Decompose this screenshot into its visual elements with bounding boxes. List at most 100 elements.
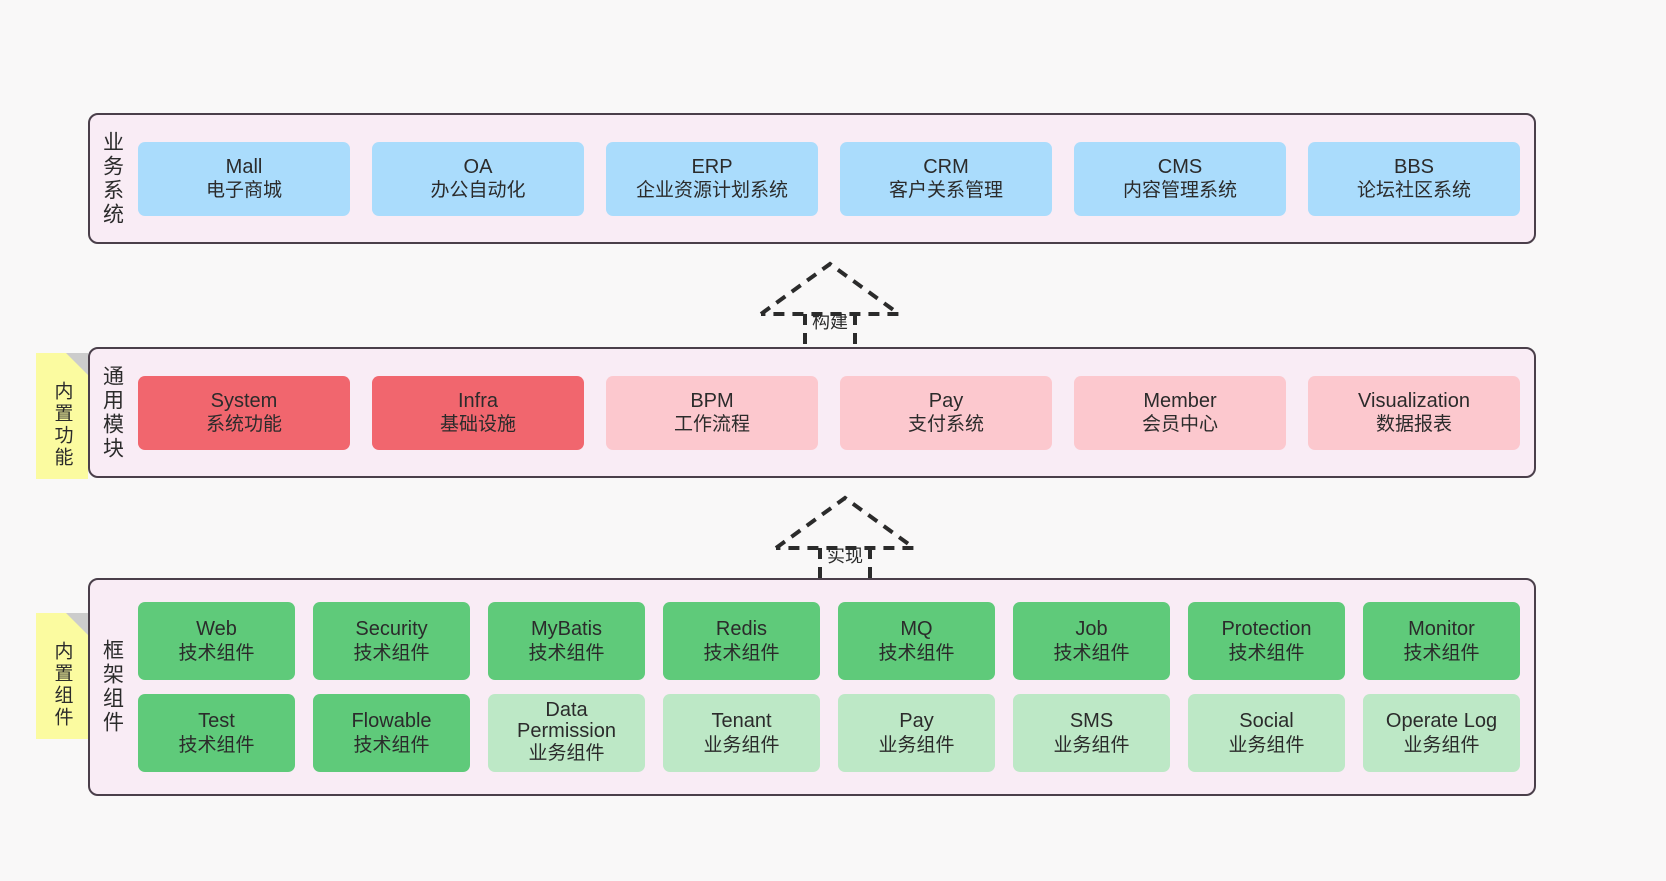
layer-framework-components-label: 框架组件 [100, 639, 124, 735]
node-crm[interactable]: CRM 客户关系管理 [840, 141, 1052, 216]
node-title: MQ [900, 618, 933, 641]
node-title: Operate Log [1385, 710, 1498, 733]
layer-business-systems-label: 业务系统 [100, 130, 124, 227]
node-subtitle: 业务组件 [1403, 734, 1480, 756]
node-title: Pay [928, 389, 964, 412]
node-flowable[interactable]: Flowable 技术组件 [313, 694, 470, 772]
layer-framework-components-body: Web 技术组件 Security 技术组件 MyBatis 技术组件 Redi… [134, 580, 1534, 794]
connector-implement-label: 实现 [827, 546, 863, 566]
node-row: System 系统功能 Infra 基础设施 BPM 工作流程 Pay 支付系统… [138, 375, 1520, 450]
sticky-note-builtin-features: 内置功能 [36, 353, 88, 479]
node-cms[interactable]: CMS 内容管理系统 [1074, 141, 1286, 216]
node-title: Security [355, 618, 428, 641]
node-test[interactable]: Test 技术组件 [138, 694, 295, 772]
node-subtitle: 工作流程 [673, 414, 750, 436]
node-title: Job [1075, 618, 1108, 641]
layer-business-systems-body: Mall 电子商城 OA 办公自动化 ERP 企业资源计划系统 CRM 客户关系… [134, 115, 1534, 242]
node-erp[interactable]: ERP 企业资源计划系统 [606, 141, 818, 216]
node-subtitle: 客户关系管理 [888, 180, 1003, 202]
node-title: Pay [899, 710, 934, 733]
node-subtitle: 技术组件 [703, 642, 780, 664]
node-subtitle: 技术组件 [528, 642, 605, 664]
node-mall[interactable]: Mall 电子商城 [138, 141, 350, 216]
node-job[interactable]: Job 技术组件 [1013, 602, 1170, 680]
node-title: OA [463, 155, 493, 178]
node-subtitle: 数据报表 [1375, 414, 1452, 436]
node-subtitle: 技术组件 [1403, 642, 1480, 664]
layer-framework-components: 框架组件 Web 技术组件 Security 技术组件 MyBatis 技术组件… [88, 578, 1536, 796]
node-web[interactable]: Web 技术组件 [138, 602, 295, 680]
node-subtitle: 技术组件 [178, 734, 255, 756]
node-title: Web [196, 618, 237, 641]
node-title: Monitor [1408, 618, 1475, 641]
layer-business-systems: 业务系统 Mall 电子商城 OA 办公自动化 ERP 企业资源计划系统 CRM… [88, 113, 1536, 244]
node-subtitle: 业务组件 [1228, 734, 1305, 756]
node-visualization[interactable]: Visualization 数据报表 [1308, 375, 1520, 450]
node-row: Web 技术组件 Security 技术组件 MyBatis 技术组件 Redi… [138, 602, 1520, 680]
node-row: Test 技术组件 Flowable 技术组件 Data Permission … [138, 694, 1520, 772]
node-subtitle: 企业资源计划系统 [635, 180, 788, 202]
node-title: SMS [1069, 710, 1114, 733]
node-infra[interactable]: Infra 基础设施 [372, 375, 584, 450]
node-subtitle: 业务组件 [528, 743, 605, 765]
node-redis[interactable]: Redis 技术组件 [663, 602, 820, 680]
node-title: Test [198, 710, 235, 733]
node-bbs[interactable]: BBS 论坛社区系统 [1308, 141, 1520, 216]
node-title: CMS [1157, 155, 1203, 178]
node-title: BBS [1393, 155, 1435, 178]
node-title: Flowable [351, 710, 432, 733]
node-subtitle: 技术组件 [1228, 642, 1305, 664]
sticky-note-text: 内置组件 [51, 641, 73, 729]
node-social[interactable]: Social 业务组件 [1188, 694, 1345, 772]
node-subtitle: 内容管理系统 [1122, 180, 1237, 202]
node-subtitle: 论坛社区系统 [1356, 180, 1471, 202]
node-title: Member [1143, 389, 1217, 412]
node-subtitle: 支付系统 [907, 414, 984, 436]
node-monitor[interactable]: Monitor 技术组件 [1363, 602, 1520, 680]
node-system[interactable]: System 系统功能 [138, 375, 350, 450]
node-data-permission[interactable]: Data Permission 业务组件 [488, 694, 645, 772]
node-security[interactable]: Security 技术组件 [313, 602, 470, 680]
node-title: Tenant [711, 710, 772, 733]
node-subtitle: 技术组件 [353, 734, 430, 756]
node-subtitle: 业务组件 [703, 734, 780, 756]
sticky-note-text: 内置功能 [51, 381, 73, 469]
node-subtitle: 技术组件 [1053, 642, 1130, 664]
node-subtitle: 技术组件 [878, 642, 955, 664]
node-mybatis[interactable]: MyBatis 技术组件 [488, 602, 645, 680]
node-subtitle: 电子商城 [205, 180, 282, 202]
node-pay[interactable]: Pay 支付系统 [840, 375, 1052, 450]
layer-common-modules-body: System 系统功能 Infra 基础设施 BPM 工作流程 Pay 支付系统… [134, 349, 1534, 476]
node-tenant[interactable]: Tenant 业务组件 [663, 694, 820, 772]
node-title: Redis [715, 618, 768, 641]
node-title: Infra [457, 389, 499, 412]
connector-build: 构建 [755, 258, 906, 348]
node-subtitle: 基础设施 [439, 414, 516, 436]
node-row: Mall 电子商城 OA 办公自动化 ERP 企业资源计划系统 CRM 客户关系… [138, 141, 1520, 216]
layer-common-modules-label: 通用模块 [100, 364, 124, 461]
node-subtitle: 系统功能 [205, 414, 282, 436]
node-subtitle: 会员中心 [1141, 414, 1218, 436]
node-title: Protection [1221, 618, 1312, 641]
arrow-head-triangle [759, 261, 906, 316]
node-subtitle: 技术组件 [178, 642, 255, 664]
node-protection[interactable]: Protection 技术组件 [1188, 602, 1345, 680]
node-member[interactable]: Member 会员中心 [1074, 375, 1286, 450]
node-title: CRM [923, 155, 969, 178]
node-subtitle: 技术组件 [353, 642, 430, 664]
node-subtitle: 办公自动化 [430, 180, 526, 202]
node-sms[interactable]: SMS 业务组件 [1013, 694, 1170, 772]
sticky-note-builtin-components: 内置组件 [36, 613, 88, 739]
node-title: Data Permission [517, 699, 616, 743]
node-mq[interactable]: MQ 技术组件 [838, 602, 995, 680]
node-title: ERP [691, 155, 733, 178]
node-title: Social [1239, 710, 1294, 733]
node-title: MyBatis [530, 618, 603, 641]
connector-build-label: 构建 [812, 312, 848, 332]
node-title: BPM [690, 389, 734, 412]
node-oa[interactable]: OA 办公自动化 [372, 141, 584, 216]
node-pay-business[interactable]: Pay 业务组件 [838, 694, 995, 772]
node-bpm[interactable]: BPM 工作流程 [606, 375, 818, 450]
connector-implement: 实现 [770, 492, 921, 582]
node-operate-log[interactable]: Operate Log 业务组件 [1363, 694, 1520, 772]
